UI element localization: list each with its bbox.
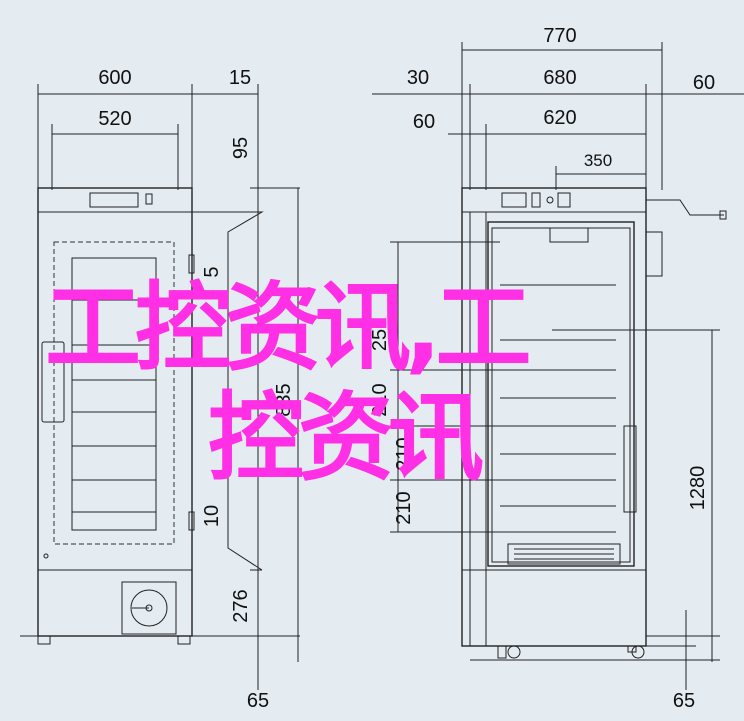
dim-680: 680 (543, 67, 576, 89)
dim-210-a: 210 (369, 383, 391, 416)
dim-210-c: 210 (393, 491, 415, 524)
dim-60-right: 60 (693, 72, 715, 94)
dim-276: 276 (230, 589, 252, 622)
dim-520: 520 (98, 108, 131, 130)
dimension-labels: 600 520 15 770 30 680 60 60 620 350 95 5… (98, 25, 715, 712)
front-view (20, 84, 300, 690)
dim-770: 770 (543, 25, 576, 47)
dim-30: 30 (407, 67, 429, 89)
dim-210-b: 210 (393, 437, 415, 470)
dim-65-right: 65 (673, 690, 695, 712)
dim-835: 835 (273, 383, 295, 416)
dim-5: 5 (201, 266, 223, 277)
dim-15: 15 (229, 67, 251, 89)
dim-620: 620 (543, 107, 576, 129)
dim-10: 10 (201, 505, 223, 527)
dim-60-left: 60 (413, 111, 435, 133)
dim-95: 95 (230, 137, 252, 159)
dim-25: 25 (369, 329, 391, 351)
side-view (372, 42, 744, 690)
dim-1280: 1280 (687, 466, 709, 511)
dim-350: 350 (584, 151, 612, 170)
dim-65-left: 65 (247, 690, 269, 712)
dim-600: 600 (98, 67, 131, 89)
